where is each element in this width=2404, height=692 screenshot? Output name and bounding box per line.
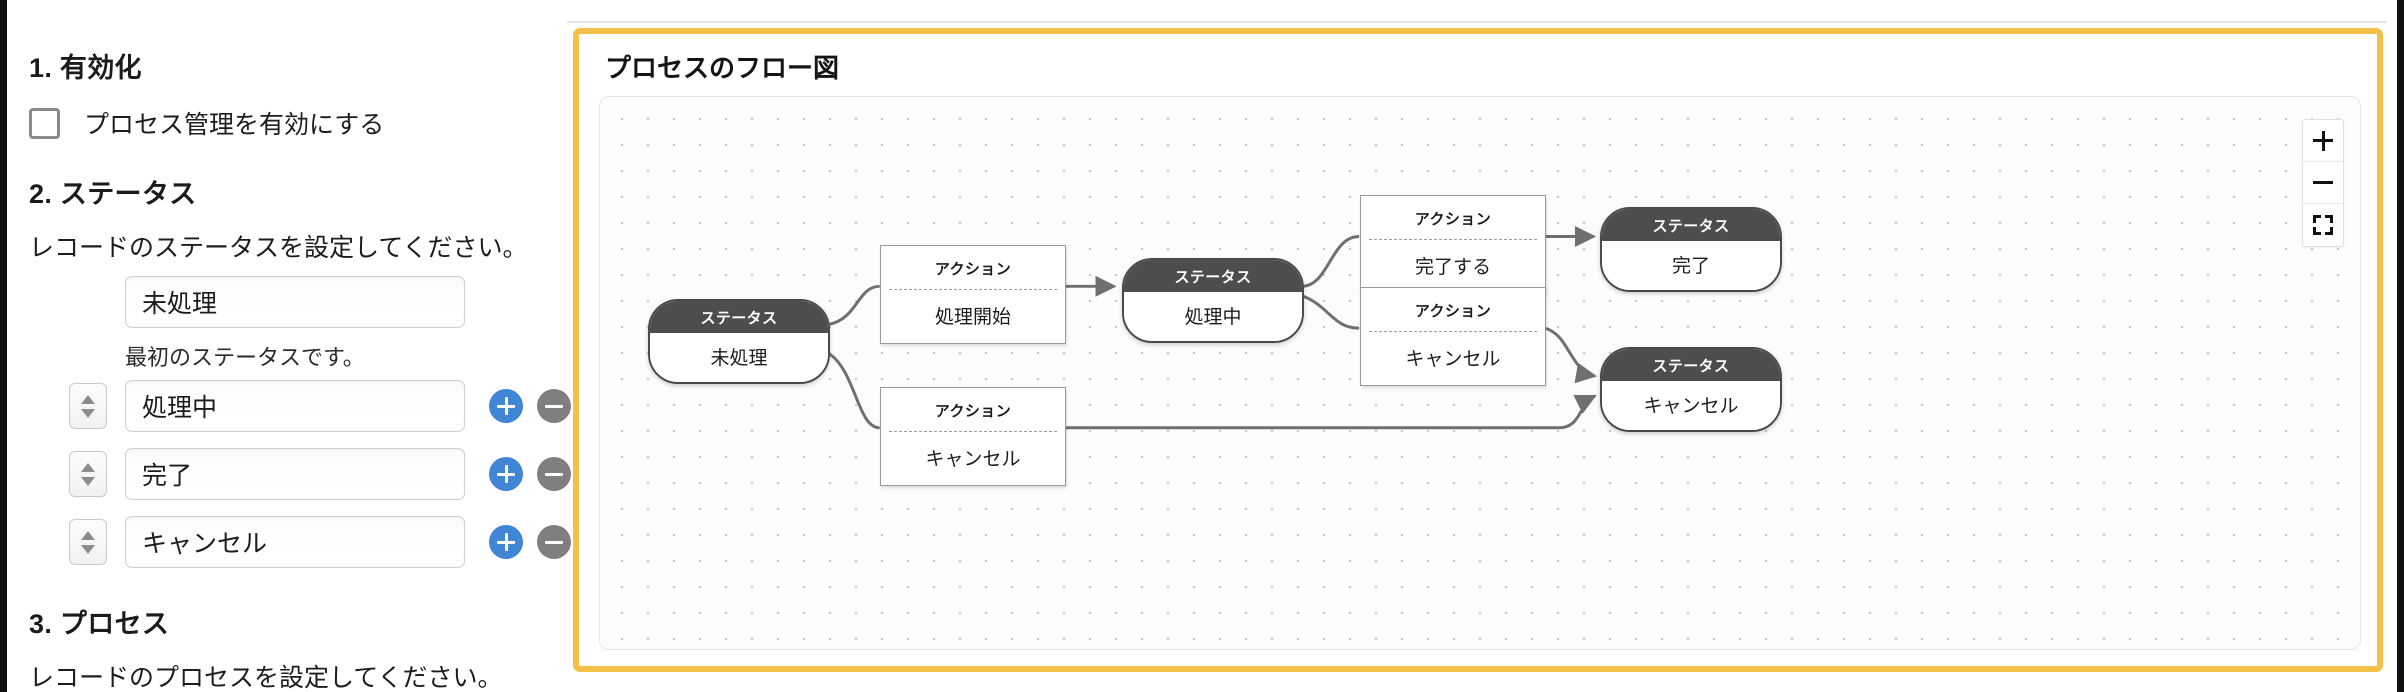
status-input-1[interactable]: 処理中 (125, 380, 465, 432)
flow-node-action-cancel-lower[interactable]: アクション キャンセル (880, 387, 1066, 486)
enable-process-checkbox-row[interactable]: プロセス管理を有効にする (29, 105, 384, 141)
minus-icon (545, 540, 563, 544)
add-status-button-2[interactable] (489, 457, 523, 491)
node-divider (889, 431, 1057, 432)
node-header: アクション (934, 261, 1012, 278)
plus-icon (504, 533, 508, 551)
node-label: 完了 (1602, 241, 1780, 290)
status-row: 処理中 (69, 380, 571, 432)
status-input-0[interactable]: 未処理 (125, 276, 465, 328)
section-2-title: 2. ステータス (29, 179, 197, 209)
section-3-description: レコードのプロセスを設定してください。 (29, 664, 503, 692)
status-row: 完了 (69, 448, 571, 500)
minus-icon (545, 472, 563, 476)
node-label: 未処理 (650, 333, 828, 382)
remove-status-button-2[interactable] (537, 457, 571, 491)
plus-icon (2321, 130, 2325, 151)
node-header: ステータス (1602, 349, 1780, 381)
flow-node-action-kanryo[interactable]: アクション 完了する (1360, 195, 1546, 294)
status-row: 未処理 (125, 276, 465, 328)
flow-canvas[interactable]: ステータス 未処理 アクション 処理開始 ステータス 処理中 アクション 完了す… (599, 96, 2361, 650)
add-status-button-1[interactable] (489, 389, 523, 423)
chevron-down-icon[interactable] (81, 476, 95, 486)
node-label: キャンセル (925, 449, 1021, 470)
enable-process-checkbox[interactable] (29, 107, 60, 139)
chevron-up-icon[interactable] (81, 394, 95, 404)
settings-panel: 1. 有効化 プロセス管理を有効にする 2. ステータス レコードのステータスを… (7, 0, 571, 692)
top-divider (27, 21, 2387, 23)
node-header: アクション (1414, 303, 1492, 320)
chevron-down-icon[interactable] (81, 408, 95, 418)
first-status-hint: 最初のステータスです。 (125, 345, 365, 370)
flow-diagram-title: プロセスのフロー図 (605, 53, 840, 83)
section-2-description: レコードのステータスを設定してください。 (29, 234, 528, 262)
node-divider (1369, 331, 1537, 332)
chevron-up-icon[interactable] (81, 462, 95, 472)
zoom-controls (2302, 119, 2344, 247)
minus-icon (2313, 181, 2333, 184)
zoom-out-button[interactable] (2303, 162, 2343, 204)
node-header: アクション (1414, 211, 1492, 228)
enable-process-label: プロセス管理を有効にする (84, 111, 385, 139)
fit-view-icon (2313, 215, 2333, 235)
node-header: ステータス (1602, 209, 1780, 241)
flow-node-action-cancel-upper[interactable]: アクション キャンセル (1360, 287, 1546, 386)
node-label: キャンセル (1602, 381, 1780, 430)
node-divider (889, 289, 1057, 290)
plus-icon (504, 465, 508, 483)
node-header: ステータス (650, 301, 828, 333)
chevron-up-icon[interactable] (81, 530, 95, 540)
status-input-2[interactable]: 完了 (125, 448, 465, 500)
section-3-title: 3. プロセス (29, 609, 170, 639)
minus-icon (545, 404, 563, 408)
node-label: 完了する (1414, 257, 1491, 278)
reorder-spinner-3[interactable] (69, 519, 107, 565)
status-input-3[interactable]: キャンセル (125, 516, 465, 568)
node-label: 処理中 (1124, 292, 1302, 341)
section-1-title: 1. 有効化 (29, 53, 142, 83)
status-row: キャンセル (69, 516, 571, 568)
flow-diagram-card: プロセスのフロー図 (573, 28, 2383, 672)
node-divider (1369, 239, 1537, 240)
node-label: キャンセル (1405, 349, 1501, 370)
reorder-spinner-1[interactable] (69, 383, 107, 429)
chevron-down-icon[interactable] (81, 544, 95, 554)
node-header: アクション (934, 403, 1012, 420)
zoom-in-button[interactable] (2303, 120, 2343, 162)
flow-node-action-kaishi[interactable]: アクション 処理開始 (880, 245, 1066, 344)
flow-node-status-shorichu[interactable]: ステータス 処理中 (1122, 258, 1304, 343)
node-label: 処理開始 (934, 307, 1011, 328)
flow-node-status-cancel[interactable]: ステータス キャンセル (1600, 347, 1782, 432)
add-status-button-3[interactable] (489, 525, 523, 559)
fit-view-button[interactable] (2303, 204, 2343, 246)
flow-node-status-kanryo[interactable]: ステータス 完了 (1600, 207, 1782, 292)
flow-node-status-mishori[interactable]: ステータス 未処理 (648, 299, 830, 384)
node-header: ステータス (1124, 260, 1302, 292)
remove-status-button-3[interactable] (537, 525, 571, 559)
reorder-spinner-2[interactable] (69, 451, 107, 497)
flow-edges (828, 226, 1597, 430)
remove-status-button-1[interactable] (537, 389, 571, 423)
plus-icon (504, 397, 508, 415)
